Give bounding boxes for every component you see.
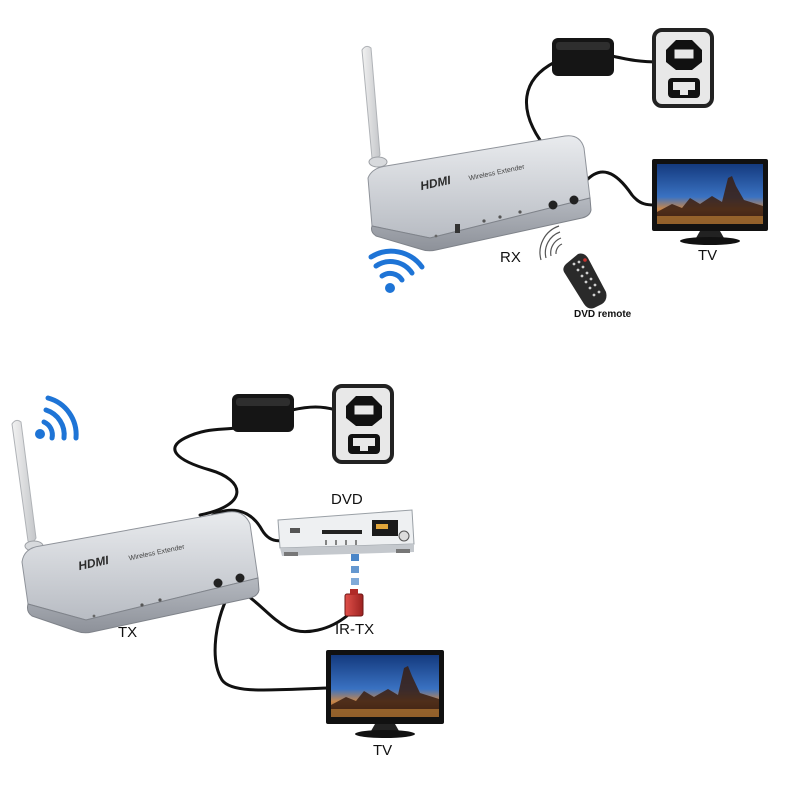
rx-port-1	[548, 200, 558, 210]
rx-antenna-icon	[361, 45, 388, 168]
tx-button-3	[92, 614, 96, 618]
dvd-player-icon	[277, 509, 415, 556]
rx-section: HDMI Wireless Extender	[361, 28, 768, 309]
dvd-remote-label: DVD remote	[574, 309, 632, 320]
tx-device: HDMI Wireless Extender	[21, 511, 260, 634]
ir-tx-emitter-icon	[344, 589, 364, 617]
adapter-to-outlet-cable-bottom	[290, 405, 338, 412]
tv-bottom-label: TV	[373, 742, 393, 759]
rx-led	[455, 224, 460, 233]
tv-top-icon	[652, 159, 768, 245]
tx-power-adapter-icon	[232, 394, 294, 432]
rx-button-1	[482, 219, 486, 223]
tx-power-cable	[173, 426, 239, 517]
rx-button-3	[518, 210, 522, 214]
tx-to-irtx-cable	[238, 588, 350, 634]
ir-tx-label: IR-TX	[335, 621, 375, 638]
tx-button-2	[158, 598, 162, 602]
tx-hdmi-logo: HDMI	[77, 553, 111, 573]
tx-port-1	[213, 578, 223, 588]
tx-port-2	[235, 573, 245, 583]
rx-power-cable	[525, 60, 557, 142]
rx-button-4	[434, 234, 438, 238]
rx-wifi-icon	[368, 248, 425, 293]
rx-power-adapter-icon	[552, 38, 614, 76]
tx-antenna-icon	[11, 419, 44, 552]
rx-hdmi-logo: HDMI	[419, 173, 453, 193]
tx-to-dvd-cable	[206, 508, 286, 543]
rx-power-outlet-icon	[652, 28, 714, 108]
tx-section: HDMI Wireless Extender	[11, 384, 444, 738]
tv-top-label: TV	[698, 247, 718, 264]
rx-port-2	[569, 195, 579, 205]
rx-button-2	[498, 215, 502, 219]
tx-to-tv-cable	[213, 586, 330, 692]
tx-power-outlet-icon	[332, 384, 394, 464]
tx-label: TX	[118, 624, 138, 641]
tx-button-1	[140, 603, 144, 607]
rx-device: HDMI Wireless Extender	[367, 135, 592, 252]
dvd-remote-control-icon	[539, 225, 607, 309]
ir-beam	[351, 554, 359, 585]
rx-hdmi-cable-top	[583, 170, 657, 207]
tx-wifi-icon	[35, 395, 79, 441]
tv-bottom-icon	[326, 650, 444, 738]
dvd-label: DVD	[331, 491, 363, 508]
rx-label: RX	[500, 249, 521, 266]
